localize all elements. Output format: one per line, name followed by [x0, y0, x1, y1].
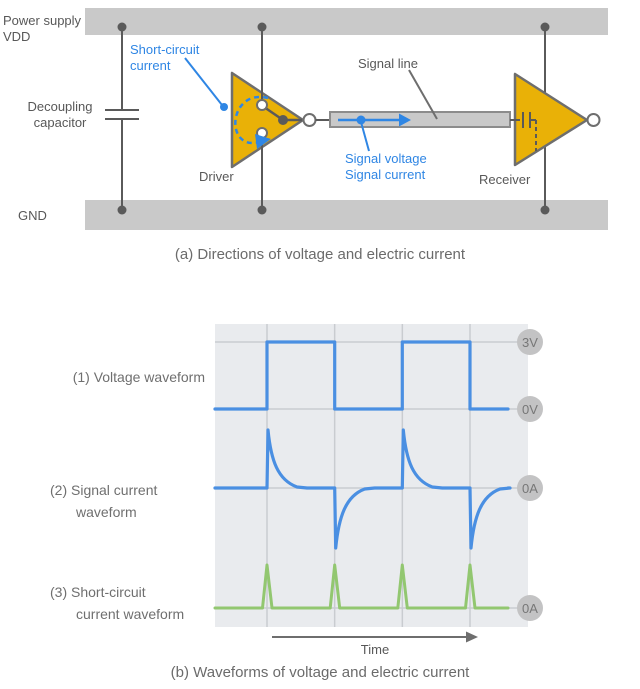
- switch-top-contact: [256, 99, 268, 111]
- receiver-output-bubble: [586, 113, 601, 127]
- driver-output-bubble: [302, 113, 317, 127]
- axis-badge-0a-mid: 0A: [517, 475, 543, 501]
- gnd-junction-dot: [117, 205, 127, 215]
- signal-line-label: Signal line: [358, 56, 418, 71]
- signal-line-leader: [408, 69, 438, 120]
- row-label-voltage: (1) Voltage waveform: [72, 369, 205, 385]
- axis-badge-0a-bottom: 0A: [517, 595, 543, 621]
- axis-badge-0v: 0V: [517, 396, 543, 422]
- driver-label: Driver: [199, 169, 234, 184]
- receiver-label: Receiver: [479, 172, 531, 187]
- caption-a: (a) Directions of voltage and electric c…: [174, 246, 466, 263]
- time-axis-label: Time: [360, 642, 390, 657]
- vdd-rail-bar: [85, 8, 608, 35]
- short-circuit-current-annotation: [184, 57, 271, 149]
- gnd-label: GND: [18, 208, 47, 223]
- arc-arrowhead: [255, 134, 271, 149]
- vdd-junction-dot: [117, 22, 127, 32]
- driver-gate: [230, 22, 330, 215]
- short-circuit-path-arc: [234, 95, 269, 145]
- axis-badge-3v: 3V: [517, 329, 543, 355]
- receiver-gate: [510, 22, 601, 215]
- time-axis-arrow: [272, 631, 478, 643]
- caption-b: (b) Waveforms of voltage and electric cu…: [170, 664, 470, 681]
- input-capacitance-symbol: [510, 112, 537, 151]
- gnd-rail-bar: [85, 200, 608, 230]
- signal-current-arrow: [338, 113, 411, 152]
- receiver-triangle: [513, 72, 589, 167]
- signal-current-waveform: [213, 428, 512, 550]
- decoupling-capacitor-symbol: [105, 27, 139, 210]
- short-circuit-current-waveform: [213, 563, 510, 610]
- chart-background: [215, 324, 528, 627]
- switch-common-node: [278, 115, 288, 125]
- voltage-waveform: [213, 340, 510, 411]
